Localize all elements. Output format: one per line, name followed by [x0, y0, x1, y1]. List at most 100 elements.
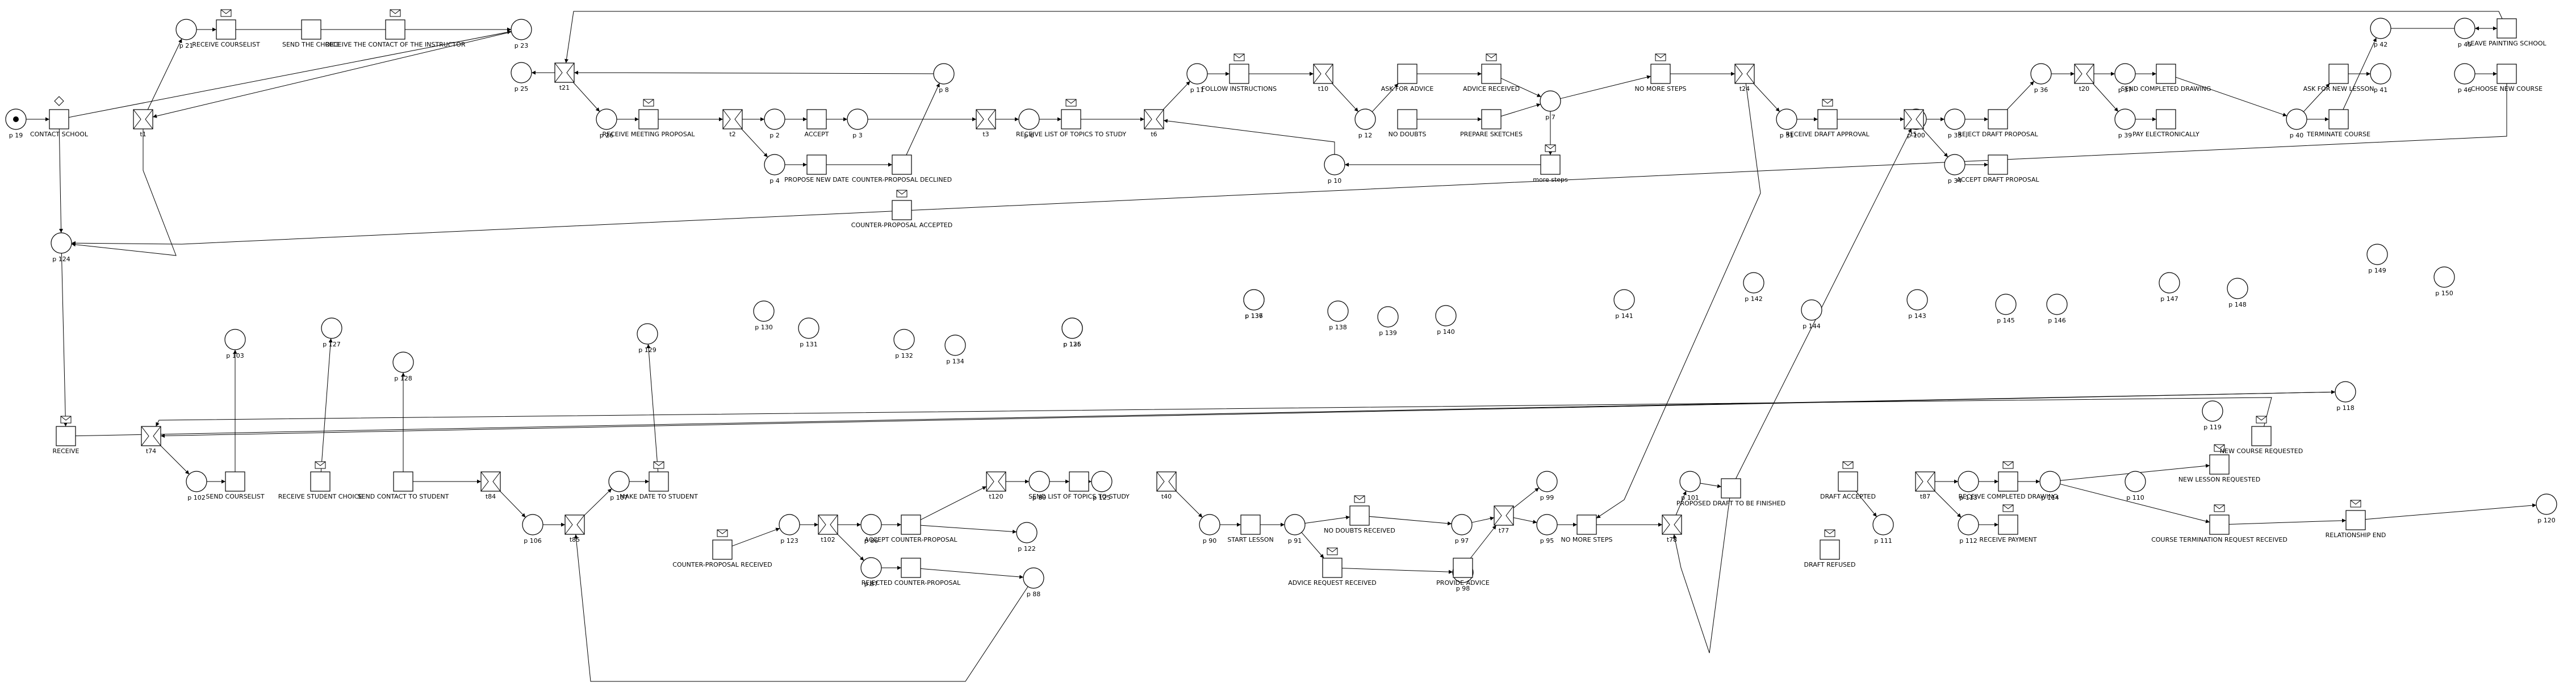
place-label: p 23 [515, 42, 528, 49]
envelope-icon [315, 461, 326, 469]
place-p25: p 25 [511, 62, 532, 93]
transition-label: RECEIVE COMPLETED DRAWING [1958, 493, 2058, 500]
transition-t_receive_topics: RECEIVE LIST OF TOPICS TO STUDY [1016, 99, 1126, 138]
place-circle [1284, 514, 1306, 535]
place-circle [1958, 471, 1979, 492]
split-t21: t21 [554, 62, 575, 91]
transition-t_advice_request: ADVICE REQUEST RECEIVED [1288, 547, 1377, 587]
place-label: p 123 [780, 537, 798, 545]
arc [1332, 83, 1359, 112]
arc [1500, 78, 1541, 97]
place-circle [1613, 289, 1635, 311]
transition-t_ask_advice: ASK FOR ADVICE [1381, 64, 1434, 93]
transition-box [301, 19, 321, 40]
transition-label: NO MORE STEPS [1635, 85, 1687, 93]
place-label: p 26 [600, 132, 613, 139]
transition-box [2496, 18, 2517, 39]
envelope-icon [717, 529, 728, 537]
transition-box [2328, 109, 2349, 129]
split-label: t40 [1161, 493, 1172, 500]
arc [574, 534, 1028, 682]
place-label: p 120 [2537, 517, 2555, 524]
place-circle [764, 108, 785, 130]
split-box [1734, 64, 1755, 84]
place-label: p 31 [1780, 132, 1793, 139]
place-label: p 150 [2435, 290, 2453, 297]
join-glyph [1506, 505, 1514, 526]
envelope-icon [220, 9, 232, 17]
transition-box [1481, 64, 1502, 84]
transition-box [2328, 64, 2349, 84]
transition-t_accept_counter: ACCEPT COUNTER-PROPOSAL [864, 514, 957, 543]
transition-label: ASK FOR ADVICE [1381, 85, 1434, 93]
transition-label: LEAVE PAINTING SCHOOL [2467, 40, 2546, 47]
split-glyph [986, 471, 994, 492]
arc [320, 338, 333, 472]
place-label: p 145 [1997, 317, 2014, 324]
arc [1513, 487, 1540, 508]
place-label: p 113 [1959, 494, 1977, 501]
transition-box [2251, 426, 2272, 446]
place-p149: p 149 [2366, 244, 2388, 274]
join-glyph [1325, 64, 1333, 84]
transition-t_choose_new: CHOOSE NEW COURSE [2471, 64, 2542, 93]
transition-box [1397, 64, 1417, 84]
split-box [141, 426, 161, 446]
join-glyph [1674, 514, 1682, 535]
place-label: p 10 [1328, 177, 1341, 185]
transition-t_send_list: SEND LIST OF TOPICS TO STUDY [1028, 471, 1130, 500]
envelope-icon [60, 416, 72, 424]
split-label: t1 [140, 131, 146, 138]
split-label: t85 [570, 536, 580, 543]
place-label: p 146 [2048, 317, 2065, 324]
place-label: p 129 [638, 346, 656, 354]
place-p114: p 114 [2039, 471, 2061, 501]
place-label: p 139 [1379, 329, 1396, 337]
transition-box [1069, 471, 1089, 492]
place-p112: p 112 [1958, 514, 1979, 545]
place-label: p 6 [1024, 132, 1034, 139]
transition-label: ACCEPT [805, 131, 829, 138]
place-circle [1872, 514, 1894, 535]
transition-label: RECEIVE PAYMENT [1979, 536, 2036, 543]
arc [1471, 516, 1495, 523]
transition-label: DRAFT ACCEPTED [1820, 493, 1876, 500]
place-circle [2202, 400, 2223, 422]
place-circle [224, 329, 246, 350]
transition-t_prepare_sketches: PREPARE SKETCHES [1460, 109, 1523, 138]
join-glyph [734, 109, 743, 129]
place-label: p 148 [2228, 301, 2246, 308]
place-circle [1354, 108, 1376, 130]
token-icon [13, 116, 19, 122]
transition-t_counter_received: COUNTER-PROPOSAL RECEIVED [672, 529, 772, 568]
place-label: p 89 [1032, 494, 1046, 501]
split-glyph [1313, 64, 1322, 84]
transition-t_draft_refused: DRAFT REFUSED [1804, 529, 1855, 568]
split-label: t120 [989, 493, 1003, 500]
transition-t_send_contact: SEND CONTACT TO STUDENT [358, 471, 449, 500]
transition-label: REJECT DRAFT PROPOSAL [1958, 131, 2038, 138]
transition-t_more_steps: more steps [1533, 144, 1568, 183]
place-label: p 103 [226, 352, 244, 359]
transition-box [901, 514, 921, 535]
place-p95: p 95 [1536, 514, 1558, 545]
transition-box [216, 19, 236, 40]
place-p6: p 6 [1018, 108, 1040, 139]
place-p131: p 131 [798, 317, 819, 348]
split-box [986, 471, 1006, 492]
arc [1500, 103, 1541, 117]
transition-t_no_more_steps: NO MORE STEPS [1635, 53, 1687, 93]
split-glyph [1494, 505, 1502, 526]
transition-label: NO DOUBTS RECEIVED [1324, 527, 1395, 534]
place-p86: p 86 [860, 514, 882, 545]
split-box [480, 471, 501, 492]
place-circle [2370, 18, 2391, 39]
transition-label: more steps [1533, 176, 1568, 183]
place-p140: p 140 [1435, 305, 1457, 336]
split-glyph [818, 514, 826, 535]
transition-label: SEND CONTACT TO STUDENT [358, 493, 449, 500]
transition-box [1397, 109, 1417, 129]
split-t77: t77 [1494, 505, 1514, 534]
place-circle [2114, 63, 2136, 85]
transition-t_send_courselist: SEND COURSELIST [206, 471, 265, 500]
